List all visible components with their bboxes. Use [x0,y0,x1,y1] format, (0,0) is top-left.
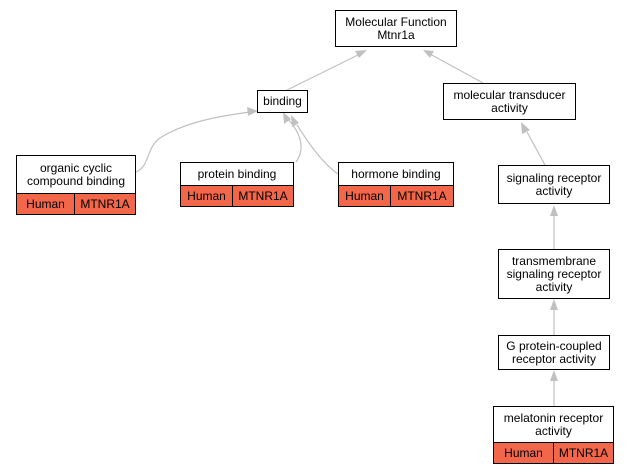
node-binding-label: binding [263,94,302,108]
node-transmembrane-signaling-receptor-activity[interactable]: transmembrane signaling receptor activit… [498,249,610,299]
node-melatonin-line2: activity [535,423,572,438]
edge-binding-to-root-arrowhead [355,50,367,58]
species-badge: Human [17,194,75,214]
node-root-line2: Mtnr1a [377,27,415,42]
gene-badge: MTNR1A [554,443,613,463]
node-melatonin-line1: melatonin receptor [503,410,604,425]
node-signaling-line1: signaling receptor [506,170,602,185]
node-molecular-function-root[interactable]: Molecular Function Mtnr1a [335,10,457,47]
node-organic-cyclic-compound-binding[interactable]: organic cyclic compound binding Human MT… [16,155,136,215]
node-protein-label: protein binding [197,166,277,181]
edge-binding-to-root [282,53,361,93]
node-organic-line1: organic cyclic [39,160,113,175]
node-transducer-line1: molecular transducer [453,87,566,102]
node-root-line1: Molecular Function [345,14,447,29]
edge-protein-to-binding-arrowhead [283,112,291,124]
node-protein-binding[interactable]: protein binding Human MTNR1A [180,162,294,207]
edge-protein-to-binding [286,117,302,163]
edge-transducer-to-root-arrowhead [423,50,434,58]
edge-organic-to-binding-arrowhead [247,107,258,116]
node-transmembrane-line3: activity [535,279,573,294]
edge-signaling-to-transducer [526,131,546,166]
species-badge: Human [181,186,233,206]
node-signaling-receptor-activity[interactable]: signaling receptor activity [498,165,610,204]
edge-melatonin-to-gpcr-arrowhead [550,370,558,381]
edge-transducer-to-root [429,53,484,84]
gene-badge: MTNR1A [391,186,453,206]
node-molecular-transducer-activity[interactable]: molecular transducer activity [443,83,576,120]
edge-hormone-to-binding-arrowhead [291,115,299,127]
node-transmembrane-line2: signaling receptor [506,266,602,281]
edge-organic-to-binding [135,111,251,173]
node-hormone-binding[interactable]: hormone binding Human MTNR1A [338,162,454,207]
node-transducer-line2: activity [491,100,528,115]
edge-hormone-to-binding [296,124,339,175]
edge-signaling-to-transducer-arrowhead [521,122,530,134]
node-binding[interactable]: binding [257,90,308,113]
node-signaling-line2: activity [535,183,573,198]
node-transmembrane-line1: transmembrane [511,253,597,268]
gene-badge: MTNR1A [233,186,293,206]
edge-gpcr-to-transmembrane-arrowhead [550,299,558,310]
node-gpcr-line2: receptor activity [511,351,597,366]
species-badge: Human [339,186,391,206]
node-gpcr-line1: G protein-coupled [506,338,602,353]
node-organic-line2: compound binding [26,173,126,188]
node-melatonin-receptor-activity[interactable]: melatonin receptor activity Human MTNR1A [493,406,614,464]
node-hormone-label: hormone binding [351,166,441,181]
species-badge: Human [494,443,554,463]
node-g-protein-coupled-receptor-activity[interactable]: G protein-coupled receptor activity [498,335,610,370]
gene-badge: MTNR1A [75,194,135,214]
edge-transmembrane-to-signaling-arrowhead [550,205,558,216]
